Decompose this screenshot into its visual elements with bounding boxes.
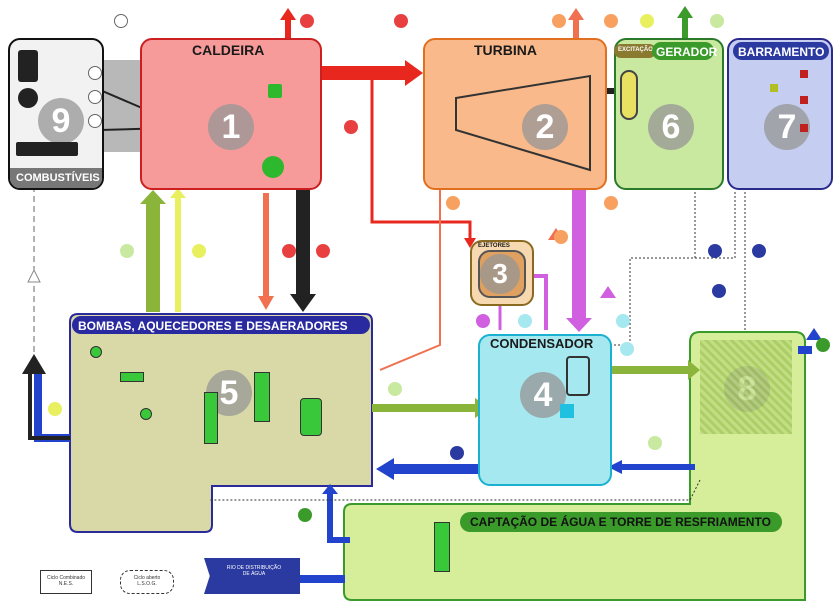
ejetores-label: EJETORES — [478, 243, 510, 249]
marker-circle — [446, 196, 460, 210]
pump-icon-3 — [140, 408, 152, 420]
marker-circle — [344, 120, 358, 134]
truck-icon — [16, 142, 78, 156]
bombas-label: BOMBAS, AQUECEDORES E DESAERADORES — [78, 319, 348, 333]
marker-circle — [518, 314, 532, 328]
marker-circle — [752, 244, 766, 258]
marker-circle — [554, 230, 568, 244]
condensador-label: CONDENSADOR — [490, 336, 593, 351]
turbina-label: TURBINA — [474, 42, 537, 58]
heater-icon-2 — [254, 372, 270, 422]
gerador-number: 6 — [648, 104, 694, 150]
turbina-number: 2 — [522, 104, 568, 150]
marker-circle — [114, 14, 128, 28]
hotwell-icon — [560, 404, 574, 418]
marker-circle — [394, 14, 408, 28]
marker-circle — [88, 66, 102, 80]
marker-circle — [282, 244, 296, 258]
marker-circle — [552, 14, 566, 28]
heater-icon-1 — [204, 392, 218, 444]
marker-circle — [620, 342, 634, 356]
marker-circle — [712, 284, 726, 298]
turbina-block[interactable] — [423, 38, 607, 190]
marker-circle — [388, 382, 402, 396]
marker-circle — [450, 446, 464, 460]
burner-icon — [268, 84, 282, 98]
marker-circle — [120, 244, 134, 258]
breaker-icon-4 — [770, 84, 778, 92]
marker-circle — [710, 14, 724, 28]
legend-box-combined-text: Ciclo Combinado N.E.S. — [42, 575, 90, 587]
marker-circle — [88, 114, 102, 128]
marker-circle — [816, 338, 830, 352]
marker-circle — [616, 314, 630, 328]
deaerator-icon — [300, 398, 322, 436]
barramento-label: BARRAMENTO — [738, 45, 824, 59]
combustiveis-label: COMBUSTÍVEIS — [16, 172, 100, 184]
marker-circle — [708, 244, 722, 258]
fuel-tank-icon — [18, 50, 38, 82]
intake-tank-icon — [434, 522, 450, 572]
combustiveis-number: 9 — [38, 98, 84, 144]
breaker-icon-2 — [800, 96, 808, 104]
caldeira-number: 1 — [208, 104, 254, 150]
breaker-icon-3 — [800, 124, 808, 132]
marker-circle — [604, 14, 618, 28]
marker-circle — [192, 244, 206, 258]
marker-circle — [48, 402, 62, 416]
marker-circle — [640, 14, 654, 28]
marker-circle — [300, 14, 314, 28]
gas-sphere-icon — [18, 88, 38, 108]
ejetores-number: 3 — [480, 254, 520, 294]
generator-rotor-icon — [620, 70, 638, 120]
torre-label: CAPTAÇÃO DE ÁGUA E TORRE DE RESFRIAMENTO — [470, 515, 771, 529]
marker-circle — [476, 314, 490, 328]
legend-box-open-text: Ciclo aberto L.S.O.G. — [122, 575, 172, 587]
marker-circle — [88, 90, 102, 104]
caldeira-label: CALDEIRA — [192, 42, 264, 58]
marker-circle — [604, 196, 618, 210]
excitacao-label: EXCITAÇÃO — [618, 47, 653, 53]
gerador-label: GERADOR — [656, 45, 717, 59]
marker-circle — [648, 436, 662, 450]
drum-icon — [262, 156, 284, 178]
marker-circle — [316, 244, 330, 258]
marker-circle — [298, 508, 312, 522]
breaker-icon-1 — [800, 70, 808, 78]
condenser-coil-icon — [566, 356, 590, 396]
cooling-tower-fill-icon — [700, 340, 792, 434]
pump-icon-1 — [90, 346, 102, 358]
pump-icon-2 — [120, 372, 144, 382]
reservoir-text: RIO DE DISTRIBUIÇÃO DE ÁGUA — [214, 565, 294, 577]
